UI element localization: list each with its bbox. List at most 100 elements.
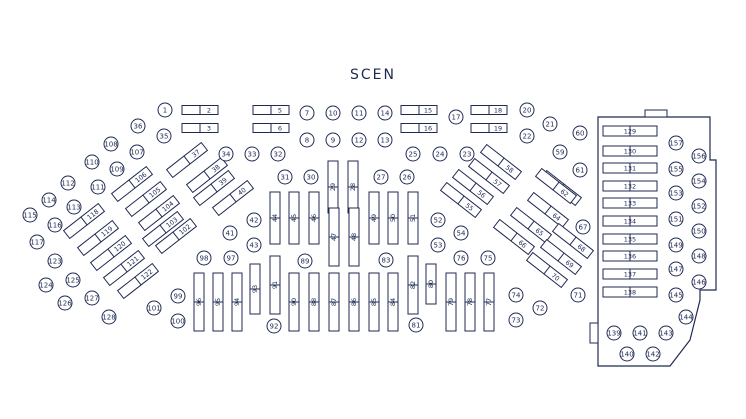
seat-circle-111[interactable]: 111 [90, 179, 106, 195]
table-5[interactable]: 5 [252, 105, 290, 115]
seat-circle-54[interactable]: 54 [453, 225, 469, 241]
table-6[interactable]: 6 [252, 123, 290, 133]
seat-circle-147[interactable]: 147 [668, 261, 684, 277]
table-19[interactable]: 19 [470, 123, 508, 133]
seat-circle-21[interactable]: 21 [542, 116, 558, 132]
seat-circle-98[interactable]: 98 [196, 250, 212, 266]
seat-circle-14[interactable]: 14 [377, 105, 393, 121]
seat-circle-145[interactable]: 145 [668, 287, 684, 303]
seat-circle-97[interactable]: 97 [223, 250, 239, 266]
seat-circle-109[interactable]: 109 [109, 161, 125, 177]
table-18[interactable]: 18 [470, 105, 508, 115]
seat-circle-140[interactable]: 140 [619, 346, 635, 362]
seat-circle-99[interactable]: 99 [170, 288, 186, 304]
table-68[interactable]: 68 [551, 222, 595, 260]
seat-circle-150[interactable]: 150 [691, 223, 707, 239]
table-58[interactable]: 58 [479, 143, 523, 181]
seat-circle-42[interactable]: 42 [246, 212, 262, 228]
seat-circle-10[interactable]: 10 [325, 105, 341, 121]
seat-circle-7[interactable]: 7 [299, 105, 315, 121]
seat-circle-100[interactable]: 100 [170, 313, 186, 329]
seat-circle-89[interactable]: 89 [297, 253, 313, 269]
seat-circle-149[interactable]: 149 [668, 237, 684, 253]
seat-circle-148[interactable]: 148 [691, 248, 707, 264]
seat-circle-116[interactable]: 116 [47, 217, 63, 233]
seat-circle-30[interactable]: 30 [303, 169, 319, 185]
seat-circle-35[interactable]: 35 [156, 128, 172, 144]
seat-circle-108[interactable]: 108 [103, 136, 119, 152]
seat-circle-155[interactable]: 155 [668, 161, 684, 177]
seat-circle-114[interactable]: 114 [41, 192, 57, 208]
seat-circle-144[interactable]: 144 [678, 309, 694, 325]
seat-circle-152[interactable]: 152 [691, 198, 707, 214]
table-135[interactable]: 135 [602, 233, 658, 245]
seat-circle-20[interactable]: 20 [519, 102, 535, 118]
seat-circle-126[interactable]: 126 [57, 295, 73, 311]
table-90[interactable]: 90 [288, 272, 300, 332]
table-66[interactable]: 66 [492, 218, 536, 256]
table-37[interactable]: 37 [165, 141, 209, 179]
table-48[interactable]: 48 [348, 207, 360, 267]
seat-circle-71[interactable]: 71 [570, 287, 586, 303]
table-120[interactable]: 120 [89, 234, 133, 272]
table-78[interactable]: 78 [464, 272, 476, 332]
table-69[interactable]: 69 [539, 238, 583, 276]
table-88[interactable]: 88 [308, 272, 320, 332]
table-2[interactable]: 2 [181, 105, 219, 115]
seat-circle-22[interactable]: 22 [519, 128, 535, 144]
seat-circle-60[interactable]: 60 [572, 125, 588, 141]
seat-circle-43[interactable]: 43 [246, 237, 262, 253]
table-136[interactable]: 136 [602, 250, 658, 262]
seat-circle-153[interactable]: 153 [668, 185, 684, 201]
table-49[interactable]: 49 [368, 191, 380, 245]
seat-circle-83[interactable]: 83 [378, 252, 394, 268]
seat-circle-25[interactable]: 25 [405, 146, 421, 162]
seat-circle-34[interactable]: 34 [218, 146, 234, 162]
table-134[interactable]: 134 [602, 215, 658, 227]
table-95[interactable]: 95 [212, 272, 224, 332]
seat-circle-73[interactable]: 73 [508, 312, 524, 328]
seat-circle-9[interactable]: 9 [325, 132, 341, 148]
seat-circle-61[interactable]: 61 [572, 162, 588, 178]
table-79[interactable]: 79 [445, 272, 457, 332]
table-45[interactable]: 45 [288, 191, 300, 245]
table-86[interactable]: 86 [348, 272, 360, 332]
table-132[interactable]: 132 [602, 180, 658, 192]
table-46[interactable]: 46 [308, 191, 320, 245]
table-85[interactable]: 85 [368, 272, 380, 332]
seat-circle-101[interactable]: 101 [146, 300, 162, 316]
table-130[interactable]: 130 [602, 145, 658, 157]
table-56[interactable]: 56 [451, 168, 495, 206]
table-3[interactable]: 3 [181, 123, 219, 133]
table-65[interactable]: 65 [509, 206, 553, 244]
seat-circle-110[interactable]: 110 [84, 154, 100, 170]
seat-circle-32[interactable]: 32 [270, 146, 286, 162]
seat-circle-36[interactable]: 36 [130, 118, 146, 134]
seat-circle-112[interactable]: 112 [60, 175, 76, 191]
table-82[interactable]: 82 [407, 255, 419, 315]
table-70[interactable]: 70 [525, 251, 569, 289]
table-29[interactable]: 29 [327, 160, 339, 214]
seat-circle-31[interactable]: 31 [277, 169, 293, 185]
seat-circle-123[interactable]: 123 [47, 253, 63, 269]
seat-circle-81[interactable]: 81 [408, 317, 424, 333]
seat-circle-127[interactable]: 127 [84, 290, 100, 306]
table-44[interactable]: 44 [269, 191, 281, 245]
table-96[interactable]: 96 [193, 272, 205, 332]
table-133[interactable]: 133 [602, 197, 658, 209]
table-138[interactable]: 138 [602, 286, 658, 298]
seat-circle-107[interactable]: 107 [129, 144, 145, 160]
seat-circle-146[interactable]: 146 [691, 274, 707, 290]
table-102[interactable]: 102 [154, 217, 198, 255]
table-64[interactable]: 64 [526, 191, 570, 229]
seat-circle-8[interactable]: 8 [299, 132, 315, 148]
seat-circle-59[interactable]: 59 [552, 144, 568, 160]
seat-circle-154[interactable]: 154 [691, 173, 707, 189]
seat-circle-33[interactable]: 33 [244, 146, 260, 162]
seat-circle-12[interactable]: 12 [351, 132, 367, 148]
seat-circle-41[interactable]: 41 [222, 225, 238, 241]
seat-circle-143[interactable]: 143 [658, 325, 674, 341]
table-103[interactable]: 103 [141, 210, 185, 248]
seat-circle-53[interactable]: 53 [430, 237, 446, 253]
seat-circle-26[interactable]: 26 [399, 169, 415, 185]
